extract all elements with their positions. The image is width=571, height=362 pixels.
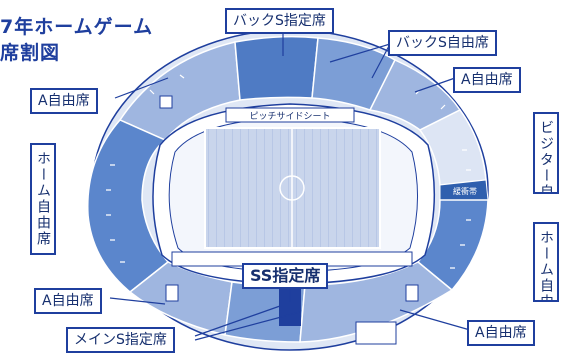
map-title-line1: 7年ホームゲーム	[0, 16, 154, 38]
label-home-free: ホーム自由席	[30, 143, 56, 255]
label-visitor-free: ビジター自由席	[533, 112, 559, 194]
pitch-side-seat-label: ピッチサイドシート	[249, 111, 330, 122]
label-a-free-bottom-right: A自由席	[467, 320, 535, 346]
label-back-s-free: バックS自由席	[388, 30, 497, 56]
map-title-line2: 席割図	[0, 42, 61, 64]
section-back-s-reserved	[234, 35, 319, 101]
label-main-s-reserved: メインS指定席	[66, 327, 175, 353]
map-title: 7年ホームゲーム 席割図	[0, 14, 153, 66]
pitch-side-seat-band	[225, 107, 355, 123]
center-circle	[279, 175, 305, 201]
label-ss-reserved: SS指定席	[242, 263, 329, 289]
label-a-free-top-left: A自由席	[30, 88, 98, 114]
buffer-zone-label: 緩衝帯	[453, 186, 477, 196]
label-a-free-top-right: A自由席	[453, 67, 521, 93]
leader-lines	[109, 34, 471, 341]
label-back-s-reserved: バックS指定席	[225, 8, 334, 34]
section-a-free-bottom-right	[299, 261, 454, 343]
seat-markers	[106, 74, 471, 269]
corner-boxes	[159, 95, 419, 345]
label-a-free-bottom-left: A自由席	[34, 288, 102, 314]
label-home-free-right: ホーム自由席	[533, 222, 559, 302]
